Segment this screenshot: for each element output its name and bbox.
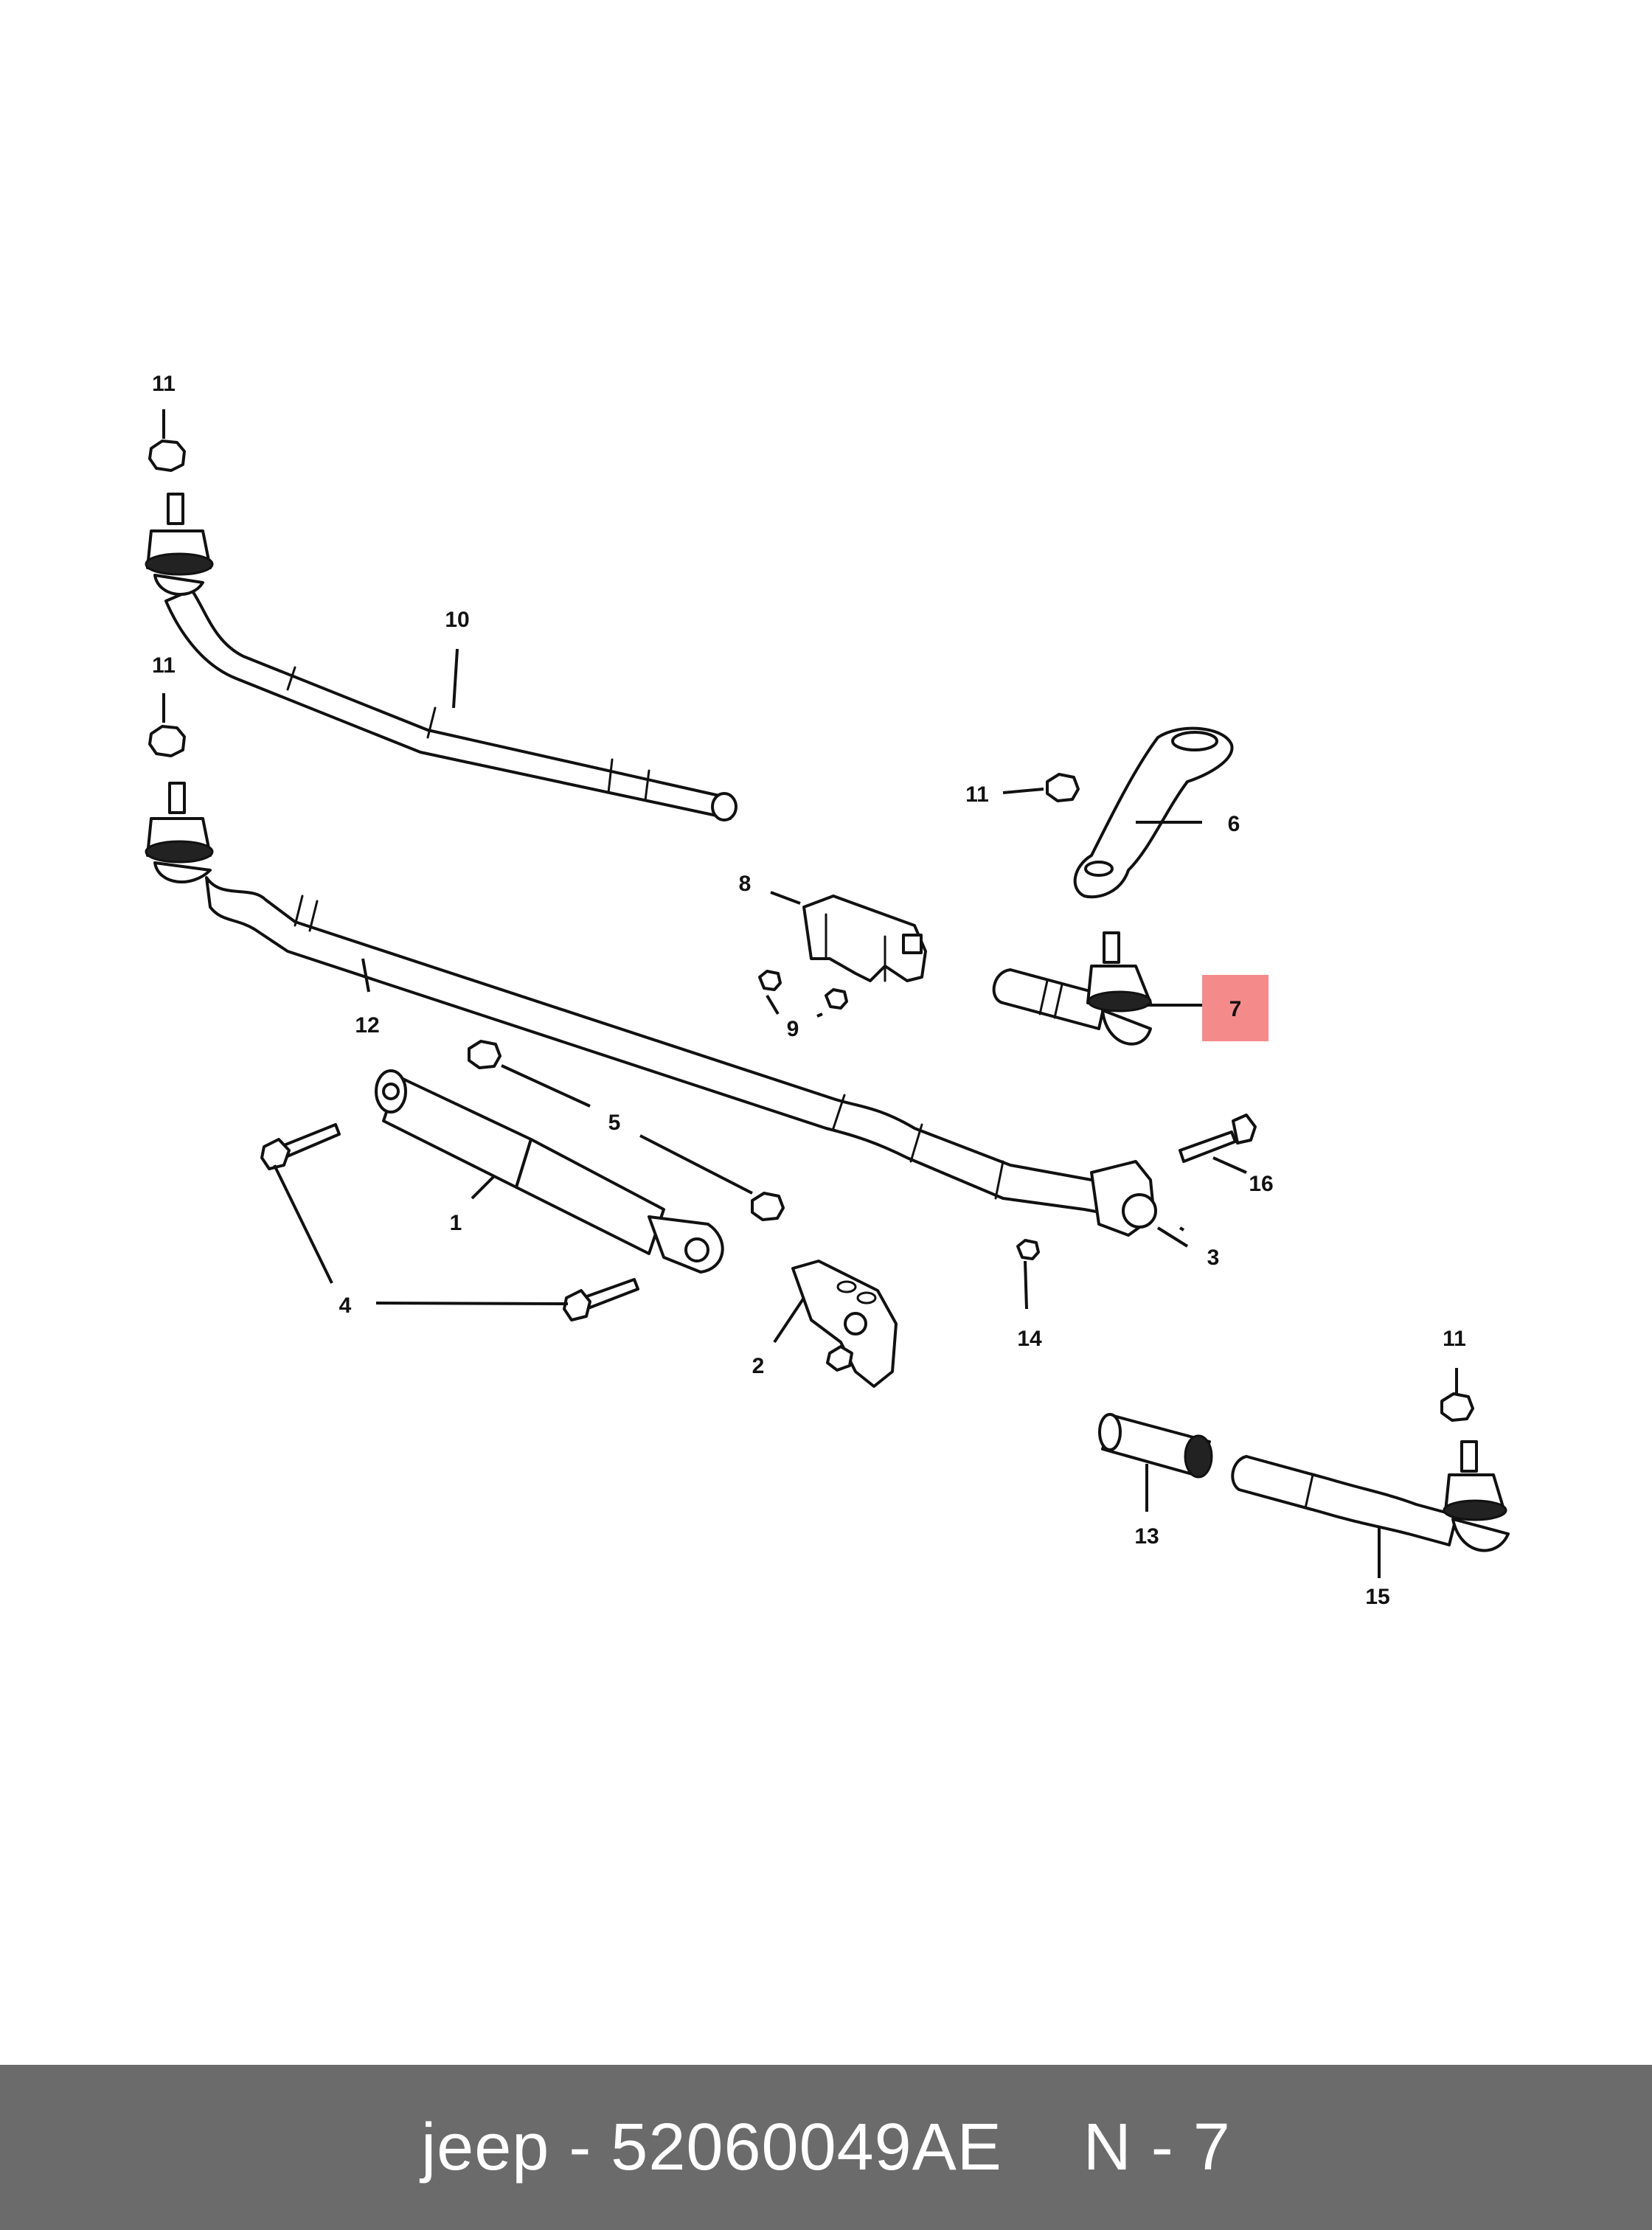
part-5-nut-lower xyxy=(751,1192,785,1221)
part-6-pitman-arm xyxy=(1073,726,1234,899)
part-11-nut-second xyxy=(148,725,186,757)
callout-11-pitman: 11 xyxy=(965,782,989,807)
callout-16: 16 xyxy=(1249,1172,1273,1196)
part-5-nut-upper xyxy=(468,1040,502,1069)
callout-3: 3 xyxy=(1207,1246,1220,1270)
part-11-nut-pitman xyxy=(1046,773,1080,802)
part-13-sleeve xyxy=(1098,1413,1213,1479)
part-15-tie-rod-end xyxy=(1231,1440,1510,1552)
footer-bar: jeep - 52060049AE N - 7 xyxy=(0,2065,1652,2230)
part-2-bracket xyxy=(791,1260,898,1388)
callout-13: 13 xyxy=(1134,1524,1159,1549)
footer-part-number: jeep - 52060049AE xyxy=(421,2110,1002,2184)
callout-11-second: 11 xyxy=(152,653,176,678)
callout-11-lower-right: 11 xyxy=(1443,1327,1466,1351)
callout-7: 7 xyxy=(1229,997,1242,1021)
part-11-nut-lower-right xyxy=(1440,1392,1474,1422)
callout-1: 1 xyxy=(450,1211,462,1235)
callout-8: 8 xyxy=(739,872,752,896)
part-4-bolt-lower xyxy=(563,1278,639,1321)
part-11-nut-top xyxy=(148,440,186,472)
part-1-steering-damper xyxy=(375,1069,724,1274)
callout-14: 14 xyxy=(1017,1327,1042,1351)
part-14-nut xyxy=(1016,1239,1040,1260)
part-4-bolt-upper xyxy=(260,1123,341,1170)
steering-linkage-diagram: 11 11 10 11 6 8 7 9 12 5 1 16 3 4 2 14 1… xyxy=(145,372,1510,1609)
callout-5: 5 xyxy=(608,1111,621,1135)
part-16-bolt xyxy=(1179,1114,1257,1163)
callout-15: 15 xyxy=(1365,1585,1389,1609)
callout-labels: 11 11 10 11 6 8 7 9 12 5 1 16 3 4 2 14 1… xyxy=(152,372,1466,1609)
part-7-tie-rod-end xyxy=(992,931,1152,1046)
leader-lines xyxy=(162,409,1458,1578)
callout-2: 2 xyxy=(752,1354,765,1378)
callout-9: 9 xyxy=(787,1017,799,1041)
callout-12: 12 xyxy=(355,1013,379,1038)
callout-11-top: 11 xyxy=(152,372,176,396)
part-9-nut-b xyxy=(825,988,848,1010)
highlight-box xyxy=(1202,975,1268,1041)
callout-4: 4 xyxy=(339,1293,352,1318)
part-8-adjusting-sleeve xyxy=(802,895,927,982)
part-9-nut-a xyxy=(758,970,782,991)
part-12-drag-link xyxy=(145,782,1157,1237)
footer-position-label: N - 7 xyxy=(1083,2110,1231,2184)
callout-6: 6 xyxy=(1228,812,1240,836)
part-10-tie-rod xyxy=(145,493,738,822)
callout-10: 10 xyxy=(445,608,469,632)
